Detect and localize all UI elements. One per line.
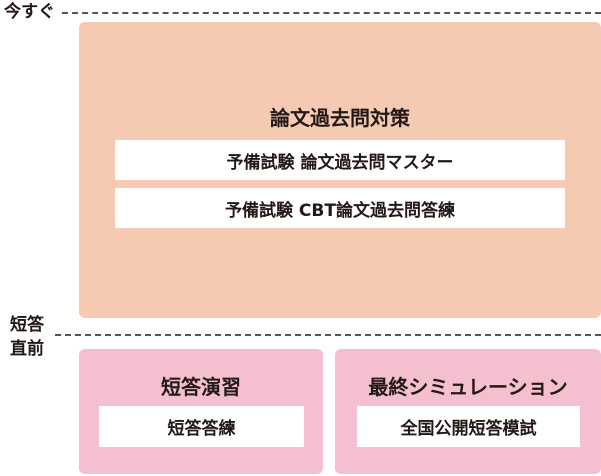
- final-sim-panel: 最終シミュレーション 全国公開短答模試: [335, 349, 601, 474]
- essay-item: 予備試験 CBT論文過去問答練: [115, 188, 565, 228]
- essay-title: 論文過去問対策: [270, 106, 410, 130]
- short-answer-divider: [55, 334, 601, 336]
- now-divider: [62, 12, 601, 14]
- short-practice-item: 短答答練: [99, 406, 304, 447]
- final-sim-title: 最終シミュレーション: [368, 375, 568, 399]
- essay-panel: 論文過去問対策 予備試験 論文過去問マスター 予備試験 CBT論文過去問答練: [79, 22, 601, 318]
- short-practice-title: 短答演習: [161, 375, 241, 399]
- now-label: 今すぐ: [4, 2, 55, 22]
- final-sim-item: 全国公開短答模試: [357, 406, 580, 447]
- essay-item: 予備試験 論文過去問マスター: [115, 140, 565, 180]
- short-answer-label: 短答 直前: [10, 315, 44, 359]
- short-practice-panel: 短答演習 短答答練: [79, 349, 323, 474]
